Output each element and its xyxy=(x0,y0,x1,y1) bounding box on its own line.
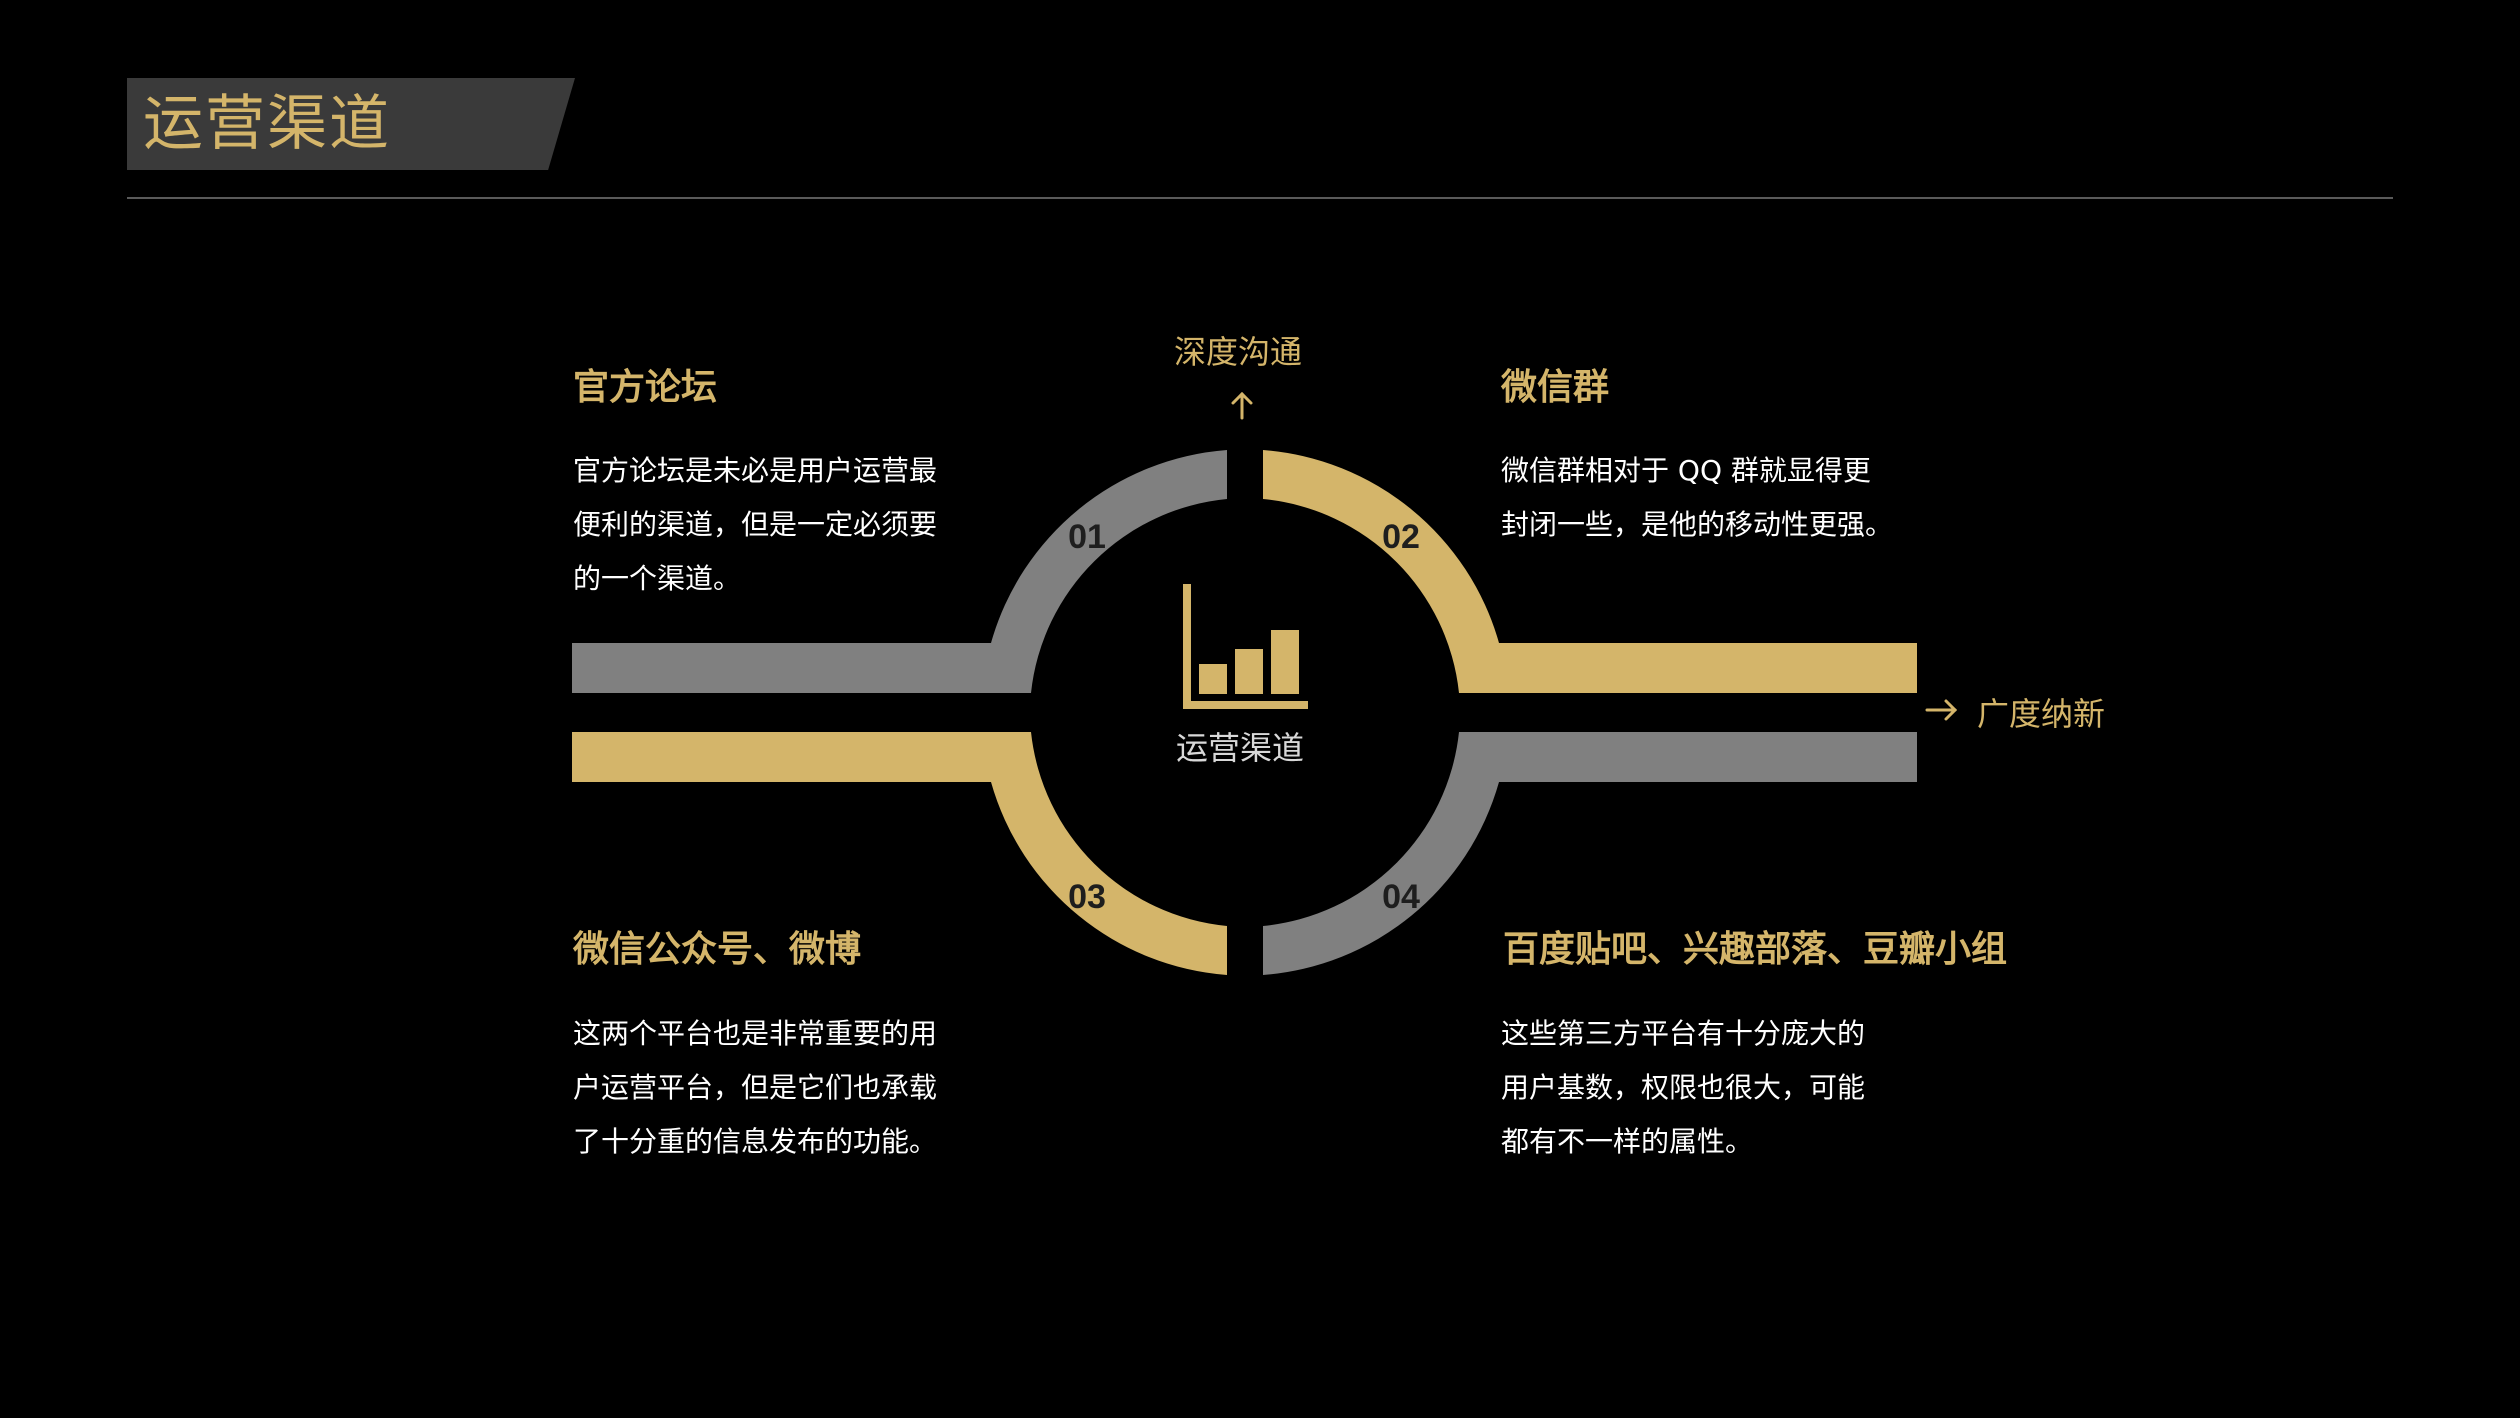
page-title: 运营渠道 xyxy=(143,89,391,159)
segment-03-number: 03 xyxy=(1068,878,1106,916)
top-direction-label: 深度沟通 xyxy=(1174,333,1303,371)
right-direction-label: 广度纳新 xyxy=(1977,695,2106,733)
segment-03-heading: 微信公众号、微博 xyxy=(573,929,862,970)
segment-02-number: 02 xyxy=(1382,518,1420,556)
bar-chart-icon xyxy=(1183,584,1308,709)
segment-02-line-2: 封闭一些，是他的移动性更强。 xyxy=(1501,508,1894,541)
segment-04-line-1: 这些第三方平台有十分庞大的 xyxy=(1501,1017,1866,1050)
segment-04-heading: 百度贴吧、兴趣部落、豆瓣小组 xyxy=(1503,929,2008,970)
segment-02-shape xyxy=(1263,450,1917,693)
segment-02-description: 微信群相对于 QQ 群就显得更 封闭一些，是他的移动性更强。 xyxy=(1501,444,1893,552)
segment-01-line-3: 的一个渠道。 xyxy=(573,562,742,595)
segment-03-description: 这两个平台也是非常重要的用 户运营平台，但是它们也承载 了十分重的信息发布的功能… xyxy=(573,1007,937,1169)
segment-04-line-2: 用户基数，权限也很大，可能 xyxy=(1501,1071,1866,1104)
segment-01-line-1: 官方论坛是未必是用户运营最 xyxy=(573,454,938,487)
segment-03-line-2: 户运营平台，但是它们也承载 xyxy=(573,1071,938,1104)
segment-01-shape xyxy=(572,450,1227,693)
title-divider xyxy=(127,197,2393,199)
segment-01-description: 官方论坛是未必是用户运营最 便利的渠道，但是一定必须要 的一个渠道。 xyxy=(573,444,937,606)
segment-03-line-3: 了十分重的信息发布的功能。 xyxy=(573,1125,938,1158)
center-label: 运营渠道 xyxy=(1175,729,1304,767)
title-banner xyxy=(127,78,575,170)
arrow-right-icon xyxy=(1925,699,1958,721)
segment-03-shape xyxy=(572,732,1227,975)
segment-02-line-1: 微信群相对于 QQ 群就显得更 xyxy=(1501,454,1871,487)
segment-04-line-3: 都有不一样的属性。 xyxy=(1501,1125,1754,1158)
segment-04-shape xyxy=(1263,732,1917,975)
segment-01-heading: 官方论坛 xyxy=(573,367,718,408)
segment-02-heading: 微信群 xyxy=(1501,367,1610,408)
segment-04-description: 这些第三方平台有十分庞大的 用户基数，权限也很大，可能 都有不一样的属性。 xyxy=(1501,1007,1865,1169)
segment-01-line-2: 便利的渠道，但是一定必须要 xyxy=(573,508,938,541)
segment-04-number: 04 xyxy=(1382,878,1420,916)
segment-01-number: 01 xyxy=(1068,518,1106,556)
arrow-up-icon xyxy=(1231,391,1253,420)
segment-03-line-1: 这两个平台也是非常重要的用 xyxy=(573,1017,938,1050)
